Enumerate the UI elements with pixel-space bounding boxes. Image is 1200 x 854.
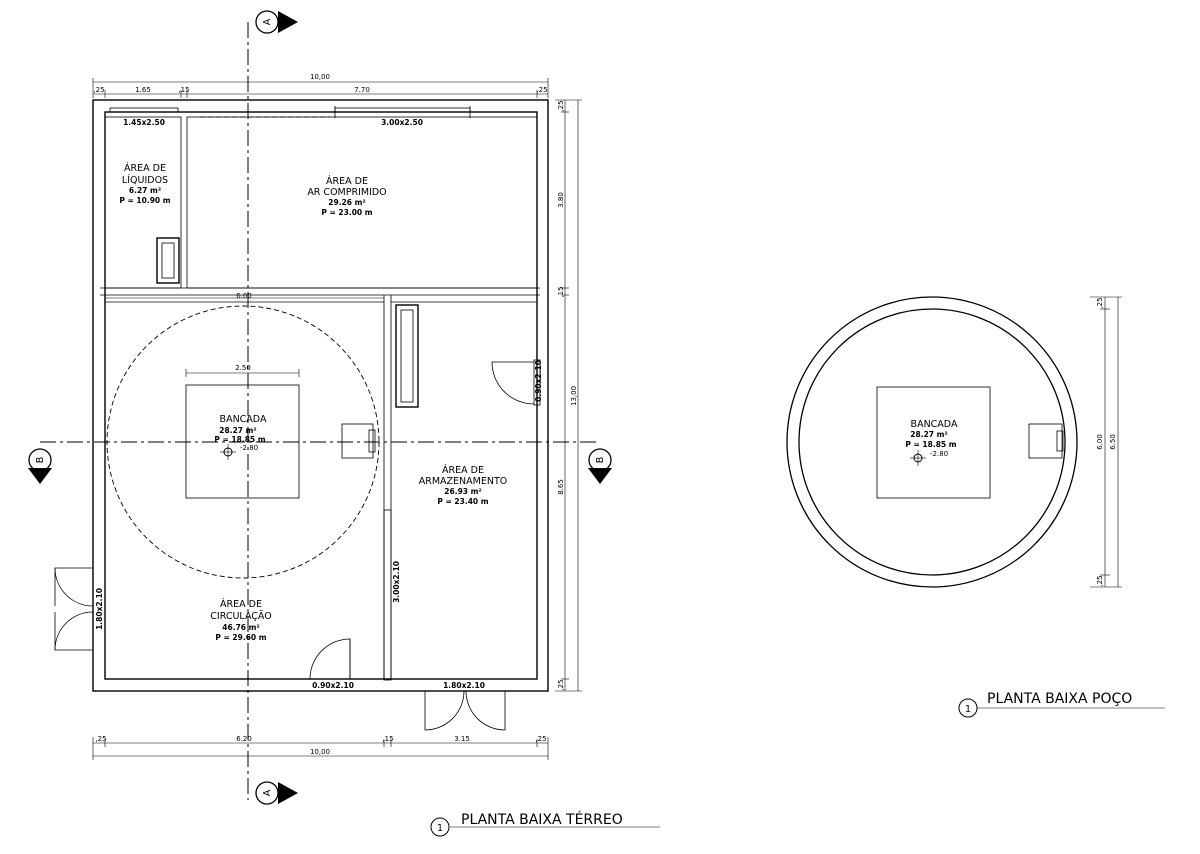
dim-right-15: ,15 [557,286,565,297]
dim-top-25b: ,25 [536,86,547,94]
room-ar-perim: P = 23.00 m [321,208,372,217]
poco-plan: BANCADA 28.27 m² P = 18.85 m -2.80 ,25 6… [786,296,1122,588]
room-ar-name1: ÁREA DE [326,175,368,187]
door-arm-label: 0.90x2.10 [534,360,543,402]
dim-bot-25b: ,25 [535,735,546,743]
section-a-bottom-label: A [262,789,273,796]
doors [54,359,541,731]
section-axes [40,22,600,800]
poco-bancada-level: -2.80 [930,450,948,458]
dimension-lines [92,78,582,760]
dim-top-770: 7.70 [354,86,370,94]
dim-right-1300: 13,00 [570,386,578,406]
section-b-right-label: B [595,457,606,464]
dim-bot-15: ,15 [382,735,393,743]
poco-bancada-area: 28.27 m² [910,430,947,439]
dim-right-25a: ,25 [557,100,565,111]
dimension-labels: 10,00 ,25 1.65 ,15 7.70 ,25 ,25 3.80 ,15… [93,73,578,756]
room-circulacao-name2: CIRCULAÇÃO [210,611,271,622]
title-terreo: 1 PLANTA BAIXA TÉRREO [430,811,660,837]
dim-top-25a: ,25 [93,86,104,94]
room-bancada-area: 28.27 m² [219,426,256,435]
room-ar-name2: AR COMPRIMIDO [307,187,386,198]
section-marker-a-bottom: A [255,781,298,805]
opening-mid-label: 3.00x2.10 [392,561,401,603]
poco-dim-top-25: ,25 [1096,297,1104,308]
room-ar-area: 29.26 m² [328,198,365,207]
dim-bot-total: 10,00 [310,748,330,756]
window-ar-label: 3.00x2.50 [381,118,423,127]
title-poco-text: PLANTA BAIXA POÇO [987,691,1132,707]
poco-dim-bot-25: ,25 [1096,575,1104,586]
room-liquidos-perim: P = 10.90 m [119,196,170,205]
room-labels: ÁREA DE LÍQUIDOS 6.27 m² P = 10.90 m ÁRE… [119,162,507,642]
poco-bancada-name: BANCADA [911,419,958,430]
section-marker-a-top: A [255,10,298,34]
window-liq-label: 1.45x2.50 [123,118,165,127]
dim-right-25b: ,25 [557,679,565,690]
dim-bot-620: 6.20 [236,735,252,743]
outer-walls [92,99,549,692]
section-marker-b-left: B [28,448,52,484]
room-bancada-name: BANCADA [220,414,267,425]
dim-bot-315: 3.15 [454,735,470,743]
opening-labels: 1.45x2.50 3.00x2.50 0.90x2.10 1.80x2.10 … [95,118,543,690]
room-liquidos-name1: ÁREA DE [124,162,166,174]
room-circulacao-perim: P = 29.60 m [215,633,266,642]
room-liquidos-name2: LÍQUIDOS [122,174,168,186]
title-terreo-text: PLANTA BAIXA TÉRREO [461,811,623,828]
title-poco: 1 PLANTA BAIXA POÇO [958,691,1165,718]
dim-right-380: 3.80 [557,192,565,208]
section-marker-b-right: B [588,448,612,484]
dim-top-total: 10,00 [310,73,330,81]
poco-bancada-perim: P = 18.85 m [905,440,956,449]
dim-bench-250: 2.50 [235,364,251,372]
dim-right-865: 8.65 [557,479,565,495]
room-bancada-perim: P = 18.85 m [214,435,265,444]
section-b-left-label: B [35,457,46,464]
fixtures [156,237,419,681]
room-circulacao-name1: ÁREA DE [220,598,262,610]
room-circulacao-area: 46.76 m² [222,623,259,632]
door-circ-label: 0.90x2.10 [312,681,354,690]
bancada-terreo [106,305,380,579]
room-armazenamento-name2: ARMAZENAMENTO [419,476,508,487]
title-terreo-num: 1 [437,823,443,834]
door-ext-label: 1.80x2.10 [443,681,485,690]
poco-dim-650: 6.50 [1109,434,1117,450]
room-liquidos-area: 6.27 m² [129,186,161,195]
room-armazenamento-area: 26.93 m² [444,487,481,496]
section-a-top-label: A [262,18,273,25]
dim-bot-25a: ,25 [95,735,106,743]
poco-dim-600: 6.00 [1096,434,1104,450]
room-armazenamento-perim: P = 23.40 m [437,497,488,506]
dim-top-15: ,15 [178,86,189,94]
title-poco-num: 1 [965,704,971,715]
room-bancada-level: -2.80 [240,444,258,452]
dim-top-165: 1.65 [135,86,151,94]
room-armazenamento-name1: ÁREA DE [442,464,484,476]
windows [109,106,471,118]
door-ent-label: 1.80x2.10 [95,588,104,630]
dim-inner-600: 6.00 [236,292,252,300]
